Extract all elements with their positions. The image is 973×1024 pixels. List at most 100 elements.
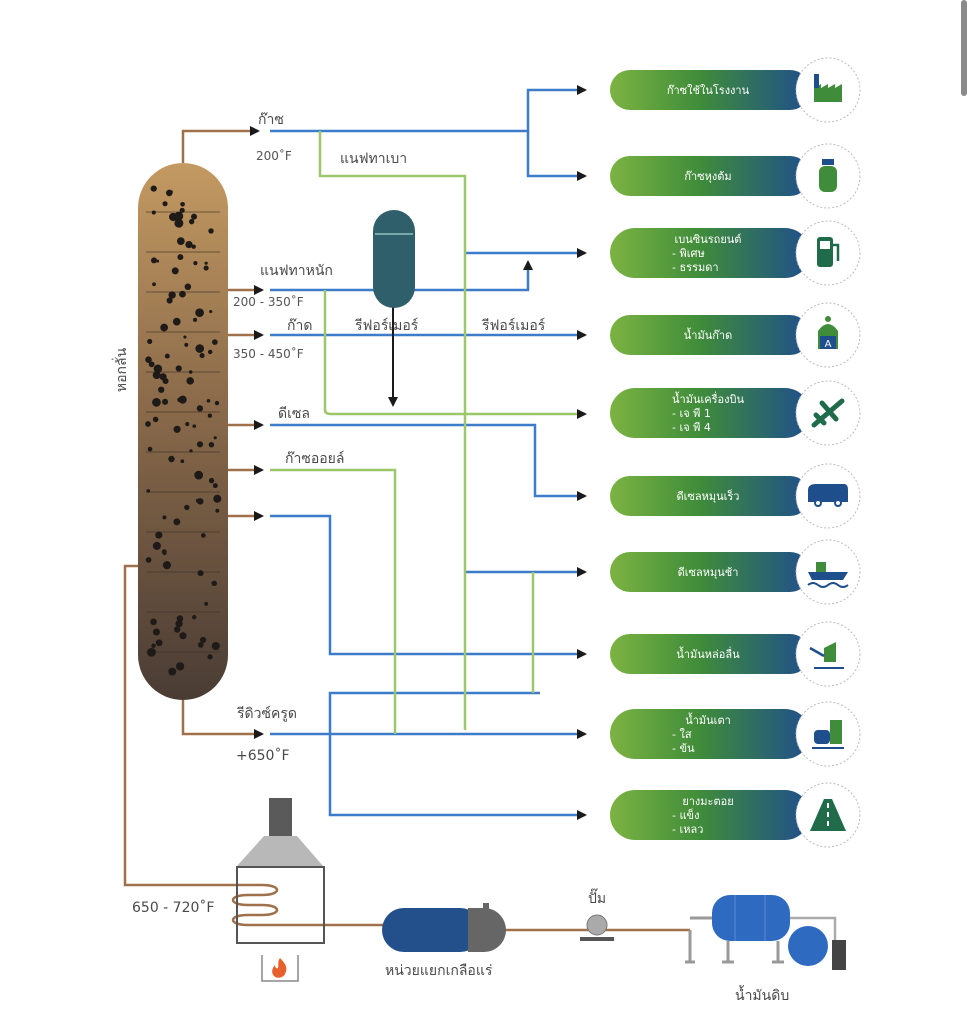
tower-dot	[162, 561, 171, 570]
tower-dot	[185, 240, 193, 249]
gas-cylinder-icon	[795, 143, 861, 209]
product-pill	[610, 70, 810, 110]
product-title: น้ำมันหล่อลื่น	[676, 646, 740, 661]
tower-dot	[192, 614, 197, 620]
tower-dot	[162, 377, 169, 385]
residue-temp: +650˚F	[236, 747, 290, 764]
road-icon	[795, 782, 861, 848]
reformer-label-2: รีฟอร์เมอร์	[482, 317, 546, 334]
product-subtype: - เจ พี 1	[672, 407, 711, 420]
tower-dot	[168, 667, 177, 676]
kerosene-label: ก๊าด	[287, 318, 312, 334]
tower-dot	[150, 257, 157, 264]
tower-dot	[145, 421, 151, 427]
tower-dot	[214, 400, 220, 406]
tower-dot	[169, 190, 173, 194]
product-item: ก๊าซใช้ในโรงงาน	[610, 57, 861, 123]
tower-dot	[151, 643, 156, 648]
distillation-tower	[138, 163, 228, 700]
tower-dot	[188, 370, 193, 374]
pump-label: ปั๊ม	[588, 888, 606, 907]
tower-dot	[207, 413, 213, 418]
tower-dot	[197, 642, 204, 648]
product-title: ก๊าซหุงต้ม	[684, 170, 731, 183]
tower-dot	[162, 515, 167, 520]
product-subtype: - พิเศษ	[672, 247, 705, 260]
tower-dot	[186, 377, 194, 385]
tower-dot	[215, 508, 220, 513]
tower-dot	[212, 483, 218, 489]
product-subtype: - เจ พี 4	[672, 421, 711, 434]
crude-label: น้ำมันดิบ	[735, 985, 789, 1004]
tower-dot	[213, 494, 222, 503]
product-item: เบนซินรถยนต์- พิเศษ- ธรรมดา	[610, 220, 861, 286]
product-subtype: - ใส	[672, 728, 692, 741]
tower-dot	[179, 632, 187, 640]
tower-dot	[152, 371, 161, 380]
blue-flow-lines	[270, 85, 587, 820]
tower-dot	[160, 323, 168, 332]
tower-dot	[147, 338, 153, 345]
tower-dot	[207, 654, 213, 660]
tower-dot	[184, 504, 190, 511]
reformer-label-1: รีฟอร์เมอร์	[355, 317, 419, 334]
green-flow-lines	[270, 131, 587, 734]
tower-dot	[212, 339, 218, 345]
tower-dot	[200, 533, 206, 538]
tower-dot	[196, 405, 204, 412]
scrollbar[interactable]	[961, 0, 967, 96]
tower-dot	[213, 436, 217, 440]
desalter-vessel	[382, 903, 506, 952]
desalter-label: หน่วยแยกเกลือแร่	[385, 963, 493, 979]
product-item: ยางมะตอย- แข็ง- เหลว	[610, 782, 861, 848]
tower-dot	[177, 397, 182, 403]
tower-dot	[150, 618, 157, 626]
furnace-temp: 650 - 720˚F	[132, 899, 214, 916]
heavy-naphtha-label: แนฟทาหนัก	[260, 263, 333, 279]
tower-dot	[161, 549, 167, 555]
tower-dot	[166, 297, 173, 304]
pump	[580, 914, 614, 941]
tower-dot	[211, 641, 220, 651]
van-icon	[795, 463, 861, 529]
product-pill	[610, 315, 810, 355]
tower-dot	[196, 441, 204, 448]
heavy-naphtha-temp: 200 - 350˚F	[233, 294, 304, 309]
tower-dot	[175, 619, 183, 628]
tower-dot	[150, 185, 157, 192]
tower-dot	[199, 636, 207, 644]
tower-dot	[179, 207, 185, 213]
product-item: น้ำมันหล่อลื่น	[610, 621, 861, 687]
tower-dot	[175, 662, 185, 671]
product-title: เบนซินรถยนต์	[675, 233, 742, 246]
tower-dot	[183, 335, 187, 339]
tower-dot	[173, 425, 181, 433]
tower-dot	[191, 213, 198, 220]
product-pill	[610, 388, 810, 438]
tower-dot	[176, 237, 185, 246]
tower-dot	[204, 601, 209, 606]
furnace	[236, 798, 325, 944]
product-subtype: - เหลว	[672, 823, 703, 836]
product-pill	[610, 476, 810, 516]
tower-dot	[211, 580, 217, 587]
tower-dot	[172, 317, 181, 326]
oil-can-icon	[795, 621, 861, 687]
crude-oil-tank	[685, 895, 846, 970]
tower-dot	[206, 399, 211, 403]
tower-dot	[199, 353, 205, 359]
tower-dot	[168, 291, 176, 299]
gas-oil-label: ก๊าซออยล์	[285, 450, 344, 467]
tower-dot	[191, 244, 196, 249]
tower-dot	[193, 317, 198, 322]
tower-dot	[158, 386, 165, 393]
product-title: น้ำมันก๊าด	[684, 327, 732, 342]
product-pill	[610, 709, 810, 759]
tower-dot	[194, 470, 204, 480]
product-item: น้ำมันก๊าดA	[610, 302, 861, 368]
tower-dot	[162, 398, 169, 405]
tower-dot	[192, 424, 197, 428]
product-pill	[610, 634, 810, 674]
tower-dot	[208, 228, 214, 234]
product-subtype: - ธรรมดา	[672, 261, 719, 274]
